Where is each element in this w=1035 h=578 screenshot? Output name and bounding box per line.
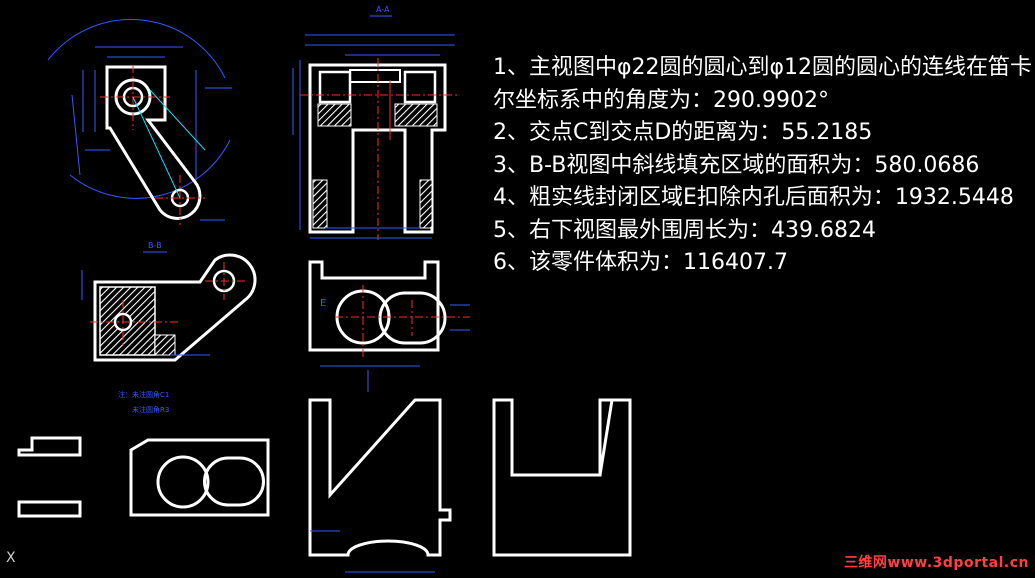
region-e-outline — [308, 260, 440, 352]
lower-middle-view — [308, 398, 452, 573]
question-2: 2、交点C到交点D的距离为：55.2185 — [493, 120, 873, 145]
main-view-outline — [105, 65, 202, 220]
section-bb-label: B-B — [148, 241, 162, 250]
ucs-axis-icon: X — [6, 550, 16, 566]
watermark-logo: 三维网www.3dportal.cn — [843, 555, 1029, 571]
section-aa-label: A-A — [376, 5, 390, 14]
note-line-1: 注：未注圆角C1 — [118, 390, 169, 399]
section-bb-outline — [93, 253, 257, 362]
section-aa-outline — [308, 63, 447, 234]
question-6: 6、该零件体积为：116407.7 — [493, 250, 788, 275]
lower-right-view — [492, 398, 632, 557]
section-aa-view: A-A — [292, 5, 460, 240]
section-bb-view: B-B — [81, 241, 257, 362]
lower-right-outline — [492, 398, 632, 557]
top-view-region-e: E — [308, 260, 470, 392]
region-e-label: E — [320, 298, 326, 309]
question-1a: 1、主视图中φ22圆的圆心到φ12圆的圆心的连线在笛卡 — [493, 55, 1033, 80]
center-connection-leader — [132, 96, 181, 199]
bottom-profile-view — [129, 438, 270, 517]
radius-arc-dimension — [47, 19, 226, 79]
main-view — [47, 19, 232, 225]
question-5: 5、右下视图最外围周长为：439.6824 — [493, 217, 876, 243]
question-1b: 尔坐标系中的角度为：290.9902° — [493, 87, 829, 113]
answer-list: 1、主视图中φ22圆的圆心到φ12圆的圆心的连线在笛卡 尔坐标系中的角度为：29… — [493, 52, 1033, 280]
notes: 注：未注圆角C1 未注圆角R3 — [118, 390, 169, 414]
radius-arc-dimension-lower — [69, 139, 231, 199]
small-side-profiles — [17, 436, 82, 518]
note-line-2: 未注圆角R3 — [132, 405, 169, 414]
question-3: 3、B-B视图中斜线填充区域的面积为：580.0686 — [493, 152, 980, 178]
lower-middle-outline — [308, 398, 452, 557]
question-4: 4、粗实线封闭区域E扣除内孔后面积为：1932.5448 — [493, 185, 1014, 210]
